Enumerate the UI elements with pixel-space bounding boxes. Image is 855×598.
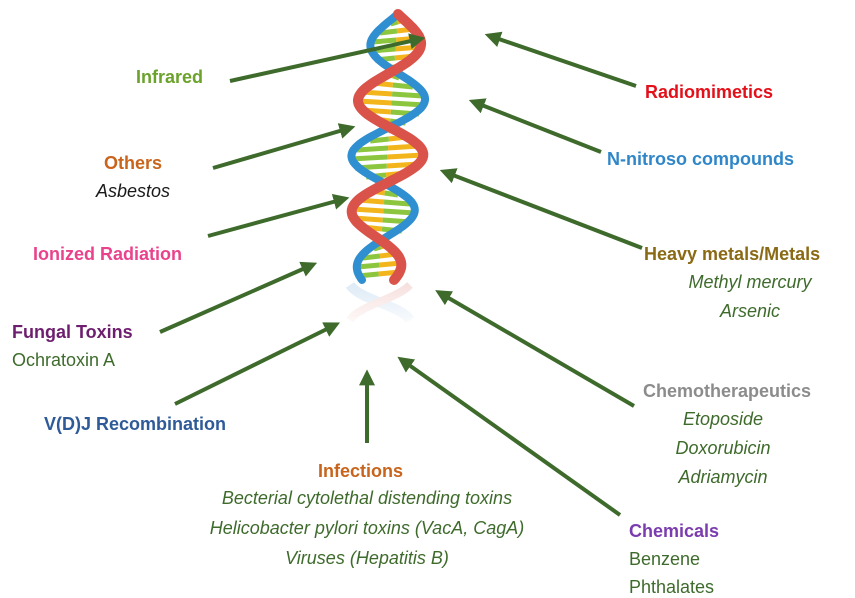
label-infections-item-3: Viruses (Hepatitis B): [227, 547, 507, 569]
arrow-others: [213, 128, 350, 168]
label-vdj-recombination: V(D)J Recombination: [44, 413, 226, 435]
label-chemicals: Chemicals: [629, 520, 719, 542]
label-adriamycin: Adriamycin: [648, 466, 798, 488]
base-pair-right: [383, 211, 414, 213]
arrow-fungal-toxins: [160, 265, 312, 332]
reflection-fade: [335, 282, 425, 332]
arrow-nnitroso: [474, 102, 601, 152]
label-arsenic: Arsenic: [660, 300, 840, 322]
label-infections-item-1: Becterial cytolethal distending toxins: [182, 487, 552, 509]
label-others: Others: [104, 152, 162, 174]
label-infections-item-2: Helicobacter pylori toxins (VacA, CagA): [172, 517, 562, 539]
arrow-vdj: [175, 325, 335, 404]
arrow-ionized: [208, 199, 344, 236]
label-ionized-radiation: Ionized Radiation: [33, 243, 182, 265]
label-etoposide: Etoposide: [648, 408, 798, 430]
arrow-chemotherapeutics: [440, 293, 634, 406]
arrow-heavy-metals: [445, 172, 642, 248]
base-pair-right: [357, 148, 388, 150]
base-pair-right: [351, 157, 387, 159]
label-methyl-mercury: Methyl mercury: [660, 271, 840, 293]
label-infections: Infections: [318, 460, 403, 482]
arrow-radiomimetics: [490, 36, 636, 86]
label-ochratoxin-a: Ochratoxin A: [12, 349, 115, 371]
base-pair-right: [384, 202, 410, 204]
label-infrared: Infrared: [136, 66, 203, 88]
label-nnitroso-compounds: N-nitroso compounds: [607, 148, 794, 170]
label-doxorubicin: Doxorubicin: [648, 437, 798, 459]
label-phthalates: Phthalates: [629, 576, 714, 598]
label-benzene: Benzene: [629, 548, 700, 570]
label-fungal-toxins: Fungal Toxins: [12, 321, 133, 343]
label-radiomimetics: Radiomimetics: [645, 81, 773, 103]
label-heavy-metals: Heavy metals/Metals: [644, 243, 820, 265]
base-pair-right: [373, 40, 397, 42]
label-chemotherapeutics: Chemotherapeutics: [643, 380, 811, 402]
base-pair-right: [392, 94, 422, 96]
label-asbestos: Asbestos: [96, 180, 170, 202]
dna-helix-illustration: [351, 14, 425, 280]
